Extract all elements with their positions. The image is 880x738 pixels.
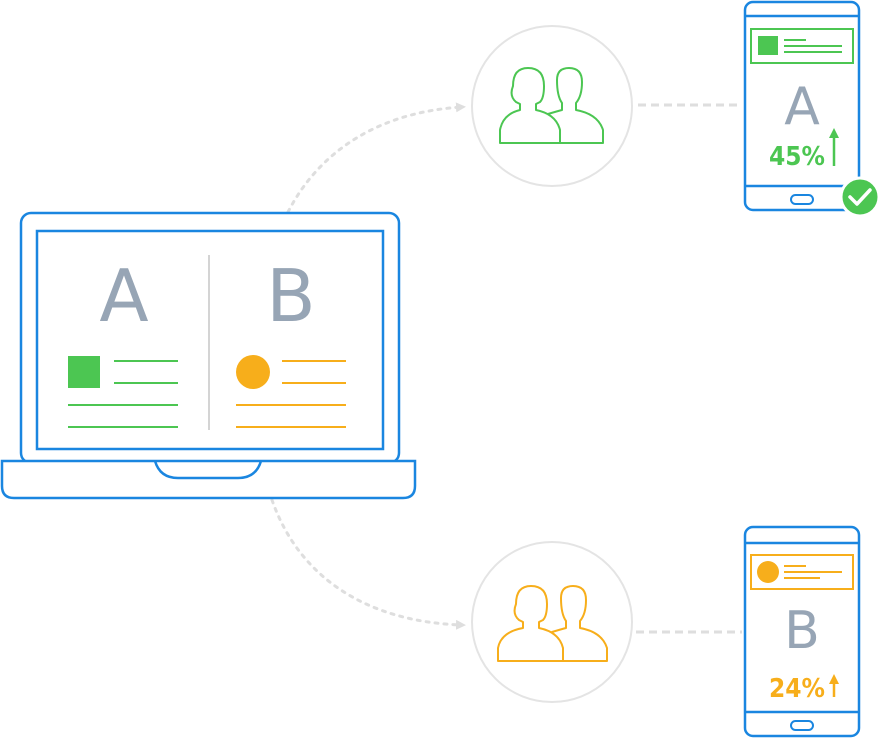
audience-b: [471, 541, 633, 703]
laptop-notch: [153, 460, 263, 480]
phone-a-percent: 45%: [769, 142, 825, 172]
phone-a-home-button: [790, 194, 814, 205]
variant-b-label: B: [266, 254, 315, 338]
connector-to-audience-b: [270, 498, 466, 630]
variant-a-image-block: [68, 356, 100, 388]
phone-a-banner-image: [758, 36, 778, 55]
connector-to-audience-a: [286, 102, 466, 214]
laptop: A B: [0, 211, 417, 500]
phone-b-home-button: [790, 720, 814, 731]
audience-a: [471, 25, 633, 187]
phone-b-banner-image: [757, 561, 779, 583]
audience-b-circle: [471, 541, 633, 703]
check-circle-icon: [839, 176, 880, 218]
phone-a-letter: A: [784, 77, 820, 137]
phone-a: A 45%: [743, 0, 861, 212]
arrow-up-icon: [829, 674, 839, 697]
phone-b-letter: B: [784, 601, 820, 661]
arrow-up-icon: [829, 128, 839, 166]
phone-b: B 24%: [743, 525, 861, 738]
audience-a-circle: [471, 25, 633, 187]
users-group-icon: [499, 67, 604, 144]
variant-b-image-circle: [236, 355, 270, 389]
users-group-icon: [497, 585, 608, 662]
laptop-base: [0, 459, 417, 500]
phone-b-percent: 24%: [769, 674, 825, 704]
variant-a-label: A: [99, 254, 148, 338]
